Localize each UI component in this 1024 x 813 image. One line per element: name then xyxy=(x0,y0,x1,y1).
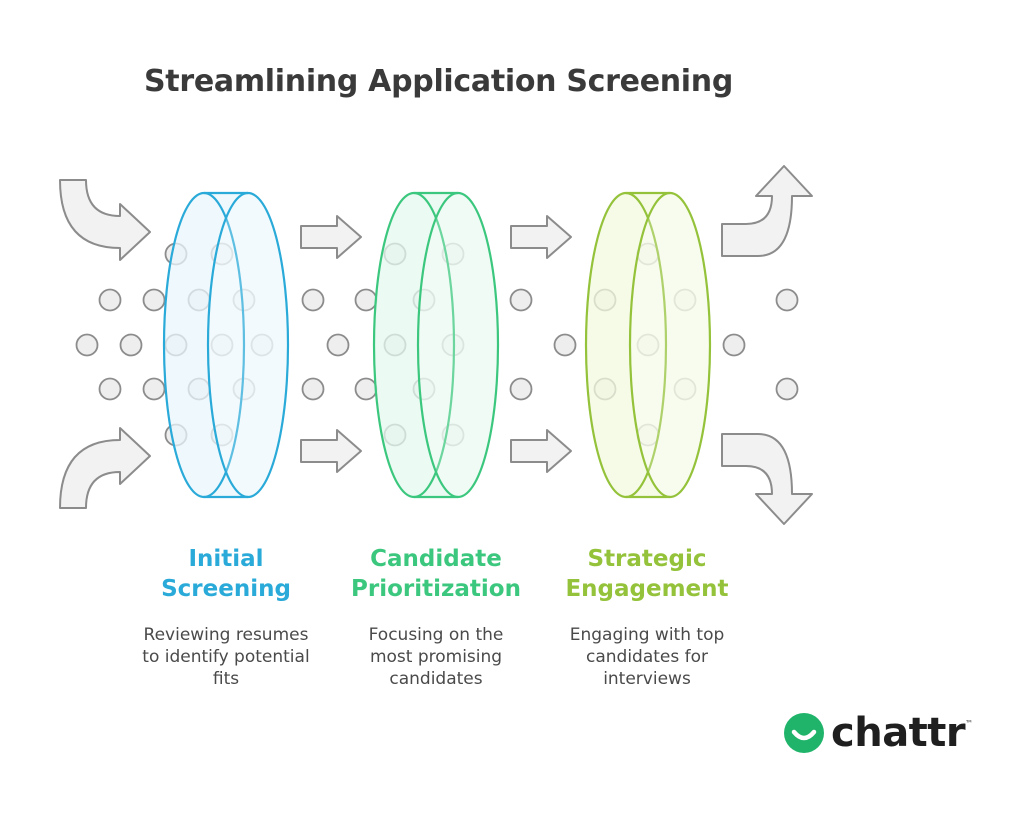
applicant-dot xyxy=(75,333,99,357)
brand-logo: chattr ™ xyxy=(783,709,973,757)
outgoing-arrow-bottom xyxy=(721,433,813,525)
chattr-smile-icon xyxy=(784,713,824,753)
filter-ring-1 xyxy=(162,191,290,499)
filter-ring-3 xyxy=(584,191,712,499)
applicant-dot xyxy=(354,288,378,312)
stage-arrow-2-bottom xyxy=(510,429,572,473)
applicant-dot xyxy=(301,377,325,401)
brand-name: chattr xyxy=(831,710,966,756)
applicant-dot xyxy=(98,288,122,312)
applicant-dot xyxy=(509,377,533,401)
applicant-dot xyxy=(354,377,378,401)
applicant-dot xyxy=(326,333,350,357)
page-title: Streamlining Application Screening xyxy=(144,64,734,99)
stage-title-candidate-prioritization: Candidate Prioritization xyxy=(351,546,521,602)
stage-arrow-2-top xyxy=(510,215,572,259)
incoming-arrow-bottom xyxy=(59,427,151,509)
stage-description-initial-screening: Reviewing resumes to identify potential … xyxy=(142,625,310,689)
applicant-dot xyxy=(142,377,166,401)
applicant-dot xyxy=(119,333,143,357)
brand-trademark: ™ xyxy=(965,719,974,728)
outgoing-arrow-top xyxy=(721,165,813,257)
applicant-dot xyxy=(142,288,166,312)
applicant-dot xyxy=(775,377,799,401)
stage-title-strategic-engagement: Strategic Engagement xyxy=(565,546,729,602)
stage-arrow-1-top xyxy=(300,215,362,259)
applicant-dot xyxy=(775,288,799,312)
applicant-dot xyxy=(722,333,746,357)
stage-description-candidate-prioritization: Focusing on the most promising candidate… xyxy=(368,625,504,689)
applicant-dot xyxy=(553,333,577,357)
incoming-arrow-top xyxy=(59,179,151,261)
stage-title-initial-screening: Initial Screening xyxy=(161,546,291,602)
filter-ring-2 xyxy=(372,191,500,499)
stage-arrow-1-bottom xyxy=(300,429,362,473)
stage-description-strategic-engagement: Engaging with top candidates for intervi… xyxy=(569,625,725,689)
applicant-dot xyxy=(509,288,533,312)
applicant-dot xyxy=(98,377,122,401)
applicant-dot xyxy=(301,288,325,312)
filter-rings xyxy=(162,191,712,499)
